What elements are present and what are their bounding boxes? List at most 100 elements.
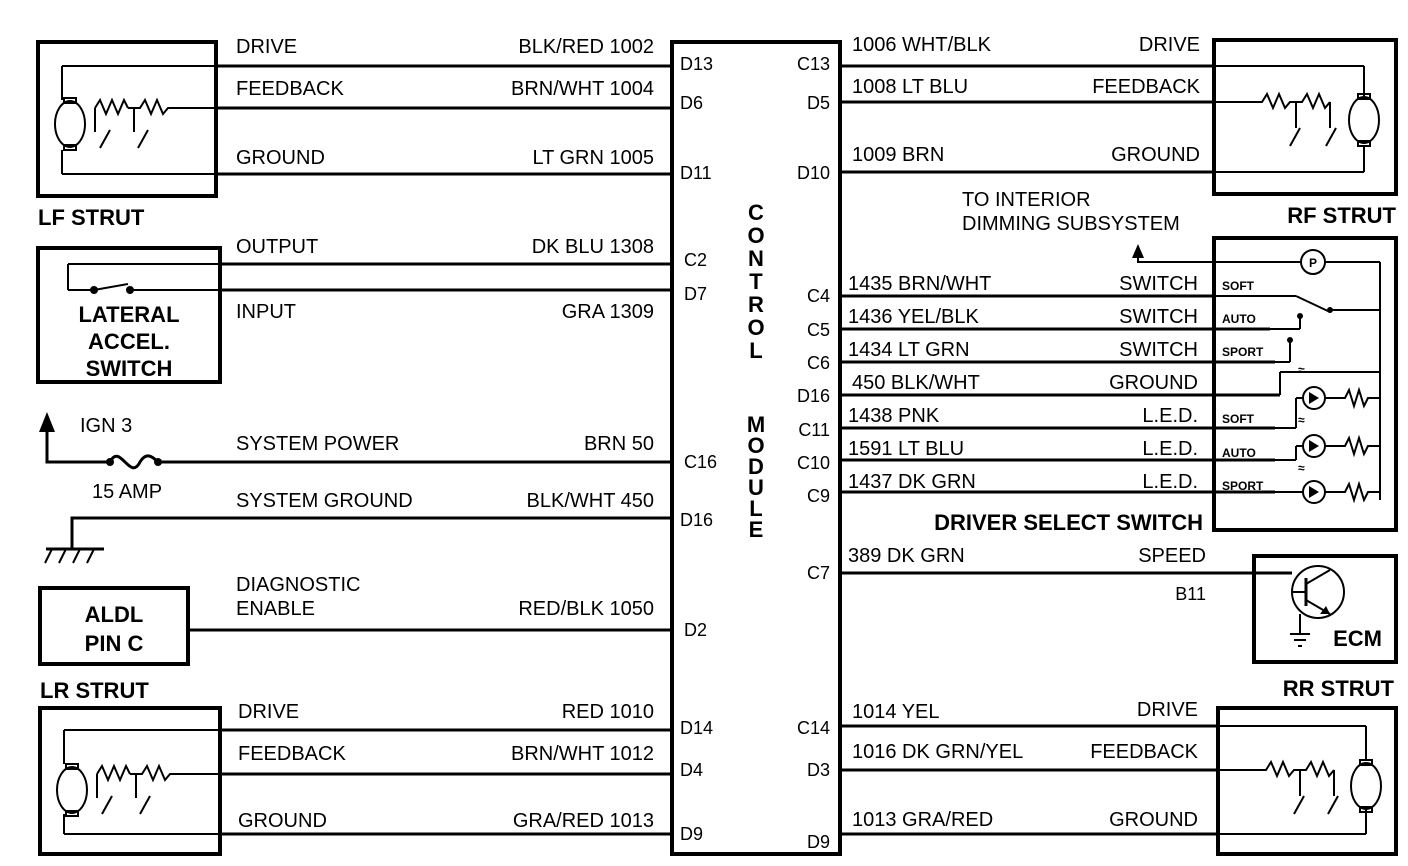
ds-c5-func: SWITCH xyxy=(1119,306,1198,328)
control-module xyxy=(670,40,842,856)
tag-switch-auto: AUTO xyxy=(1222,312,1256,326)
ign-label: IGN 3 xyxy=(80,415,132,437)
ground-label: SYSTEM GROUND xyxy=(236,490,413,512)
aldl-func2: ENABLE xyxy=(236,598,315,620)
lateral-line3: SWITCH xyxy=(86,356,173,381)
ds-c9-func: L.E.D. xyxy=(1142,471,1198,493)
lf-strut-motor-icon xyxy=(54,65,216,175)
ds-c6-func: SWITCH xyxy=(1119,339,1198,361)
rf-ground-wire: 1009 BRN xyxy=(852,144,944,166)
lateral-output-label: OUTPUT xyxy=(236,236,318,258)
ecm-pin: C7 xyxy=(807,563,830,583)
rr-feedback-pin: D3 xyxy=(807,760,830,780)
ds-d16-pin: D16 xyxy=(797,386,830,406)
aldl-connector: ALDL PIN C xyxy=(38,586,190,666)
ds-c10-wire: 1591 LT BLU xyxy=(848,438,964,460)
lr-feedback-label: FEEDBACK xyxy=(238,743,346,765)
lr-strut-title: LR STRUT xyxy=(40,678,149,703)
ign3-fuse: IGN 3 15 AMP xyxy=(39,412,162,503)
lateral-output-wire: DK BLU 1308 xyxy=(532,236,654,258)
module-subtitle-letter: E xyxy=(749,517,764,542)
svg-text:≈: ≈ xyxy=(1298,413,1305,427)
lr-drive-pin: D14 xyxy=(680,718,713,738)
lf-strut: LF STRUT xyxy=(36,40,218,230)
rr-feedback-wire: 1016 DK GRN/YEL xyxy=(852,741,1023,763)
lr-drive-wire: RED 1010 xyxy=(562,701,654,723)
rf-strut-motor-icon xyxy=(1214,65,1380,173)
rf-feedback-pin: D5 xyxy=(807,93,830,113)
ecm-term: B11 xyxy=(1175,584,1206,604)
rf-ground-label: GROUND xyxy=(1111,144,1200,166)
rr-ground-label: GROUND xyxy=(1109,809,1198,831)
lf-ground-wire: LT GRN 1005 xyxy=(532,147,654,169)
lf-drive-pin: D13 xyxy=(680,54,713,74)
rr-strut-motor-icon xyxy=(1218,725,1382,835)
led-sport-icon: ≈ xyxy=(1298,461,1380,504)
power-pin: C16 xyxy=(684,452,717,472)
tag-switch-sport: SPORT xyxy=(1222,345,1264,359)
module-title-letter: O xyxy=(747,223,764,248)
module-subtitle-letter: D xyxy=(748,454,764,479)
lf-feedback-pin: D6 xyxy=(680,93,703,113)
module-title-letter: C xyxy=(748,200,764,225)
lf-feedback-label: FEEDBACK xyxy=(236,78,344,100)
ecm-wire: 389 DK GRN xyxy=(848,545,965,567)
rf-drive-pin: C13 xyxy=(797,54,830,74)
rr-ground-pin: D9 xyxy=(807,832,830,852)
lr-ground-wire: GRA/RED 1013 xyxy=(513,810,654,832)
ds-c9-wire: 1437 DK GRN xyxy=(848,471,976,493)
ds-c4-func: SWITCH xyxy=(1119,273,1198,295)
ds-d16-wire: 450 BLK/WHT xyxy=(852,372,980,394)
lateral-output-pin: C2 xyxy=(684,250,707,270)
aldl-func1: DIAGNOSTIC xyxy=(236,574,360,596)
svg-text:≈: ≈ xyxy=(1298,461,1305,475)
module-subtitle-letter: O xyxy=(747,433,764,458)
led-soft-icon: ≈ xyxy=(1298,363,1380,410)
power-label: SYSTEM POWER xyxy=(236,433,399,455)
interior-line2: DIMMING SUBSYSTEM xyxy=(962,213,1180,235)
lr-ground-pin: D9 xyxy=(680,824,703,844)
ground-pin: D16 xyxy=(680,510,713,530)
rr-ground-wire: 1013 GRA/RED xyxy=(852,809,993,831)
ds-c6-wire: 1434 LT GRN xyxy=(848,339,970,361)
rf-strut: RF STRUT xyxy=(1212,38,1398,228)
interior-arrow-icon xyxy=(1132,244,1144,258)
rr-strut-title: RR STRUT xyxy=(1283,676,1395,701)
ground-wire: BLK/WHT 450 xyxy=(527,490,654,512)
rr-drive-label: DRIVE xyxy=(1137,699,1198,721)
lr-feedback-pin: D4 xyxy=(680,760,703,780)
lf-drive-label: DRIVE xyxy=(236,36,297,58)
power-wire: BRN 50 xyxy=(584,433,654,455)
lateral-line2: ACCEL. xyxy=(88,329,170,354)
lamp-symbol: P xyxy=(1309,256,1317,270)
interior-line1: TO INTERIOR xyxy=(962,189,1091,211)
lr-strut-motor-icon xyxy=(56,729,220,835)
lf-feedback-wire: BRN/WHT 1004 xyxy=(511,78,654,100)
ds-c5-wire: 1436 YEL/BLK xyxy=(848,306,980,328)
lateral-line1: LATERAL xyxy=(78,302,179,327)
module-title-letter: O xyxy=(747,315,764,340)
rr-strut: RR STRUT xyxy=(1216,676,1398,856)
ds-c11-pin: C11 xyxy=(798,420,830,440)
rr-drive-pin: C14 xyxy=(797,718,830,738)
ecm-title: ECM xyxy=(1333,626,1382,651)
aldl-line2: PIN C xyxy=(85,631,144,656)
lateral-input-label: INPUT xyxy=(236,301,296,323)
lateral-input-pin: D7 xyxy=(684,284,707,304)
ds-c4-pin: C4 xyxy=(807,286,830,306)
aldl-pin: D2 xyxy=(684,620,707,640)
module-subtitle-letter: M xyxy=(747,412,765,437)
svg-text:≈: ≈ xyxy=(1298,363,1305,377)
aldl-line1: ALDL xyxy=(85,602,144,627)
rf-drive-label: DRIVE xyxy=(1139,34,1200,56)
ds-d16-func: GROUND xyxy=(1109,372,1198,394)
module-title-letter: N xyxy=(748,246,764,271)
module-title-letter: T xyxy=(749,269,763,294)
tag-led-auto: AUTO xyxy=(1222,446,1256,460)
ds-c6-pin: C6 xyxy=(807,353,830,373)
rf-feedback-wire: 1008 LT BLU xyxy=(852,76,968,98)
driver-switch-title: DRIVER SELECT SWITCH xyxy=(934,510,1203,535)
aldl-wire: RED/BLK 1050 xyxy=(518,598,654,620)
tag-led-soft: SOFT xyxy=(1222,412,1255,426)
lf-ground-pin: D11 xyxy=(680,163,712,183)
